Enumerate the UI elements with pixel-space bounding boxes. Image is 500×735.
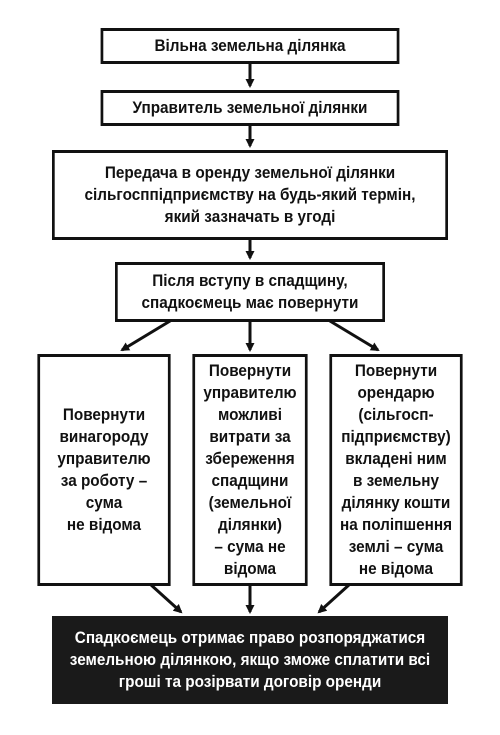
box-after-inheritance: Після вступу в спадщину, спадкоємець має… <box>115 262 385 322</box>
box-return-tenant-investment: Повернути орендарю (сільгосп- підприємст… <box>329 354 463 586</box>
box-return-tenant-investment-label: Повернути орендарю (сільгосп- підприємст… <box>339 361 453 578</box>
box-after-inheritance-label: Після вступу в спадщину, спадкоємець має… <box>141 271 359 312</box>
arrow-4-5 <box>120 316 176 352</box>
box-free-land-plot-label: Вільна земельна ділянка <box>154 36 346 55</box>
arrow-4-7 <box>324 316 380 352</box>
box-return-manager-fee-label: Повернути винагороду управителю за робот… <box>57 405 151 534</box>
box-return-manager-expenses: Повернути управителю можливі витрати за … <box>192 354 308 586</box>
box-lease-transfer-label: Передача в оренду земельної ділянки сіль… <box>84 163 416 226</box>
arrow-7-8 <box>317 582 352 614</box>
box-return-manager-fee: Повернути винагороду управителю за робот… <box>37 354 171 586</box>
box-heir-disposal-right-label: Спадкоємець отримає право розпоряджатися… <box>69 628 431 691</box>
box-lease-transfer: Передача в оренду земельної ділянки сіль… <box>52 150 448 240</box>
box-land-manager: Управитель земельної ділянки <box>100 90 400 126</box>
box-heir-disposal-right: Спадкоємець отримає право розпоряджатися… <box>52 616 448 704</box>
box-return-manager-expenses-label: Повернути управителю можливі витрати за … <box>203 361 297 578</box>
box-land-manager-label: Управитель земельної ділянки <box>132 98 368 117</box>
arrow-5-8 <box>148 582 183 614</box>
box-free-land-plot: Вільна земельна ділянка <box>100 28 400 64</box>
